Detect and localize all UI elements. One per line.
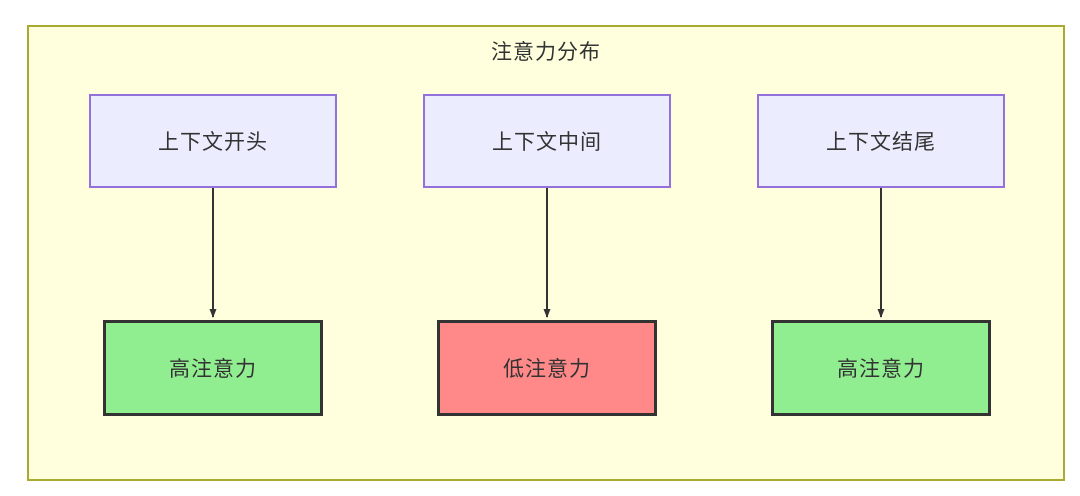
node-low-attention-middle: 低注意力 [437, 320, 657, 416]
node-context-start: 上下文开头 [89, 94, 337, 188]
node-context-end-label: 上下文结尾 [826, 131, 936, 154]
node-context-middle: 上下文中间 [423, 94, 671, 188]
node-high-attention-end-label: 高注意力 [837, 358, 925, 381]
node-context-middle-label: 上下文中间 [492, 131, 602, 154]
node-high-attention-start: 高注意力 [103, 320, 323, 416]
node-context-start-label: 上下文开头 [158, 131, 268, 154]
diagram-title: 注意力分布 [491, 41, 601, 64]
node-high-attention-end: 高注意力 [771, 320, 991, 416]
node-low-attention-middle-label: 低注意力 [503, 358, 591, 381]
node-high-attention-start-label: 高注意力 [169, 358, 257, 381]
node-context-end: 上下文结尾 [757, 94, 1005, 188]
